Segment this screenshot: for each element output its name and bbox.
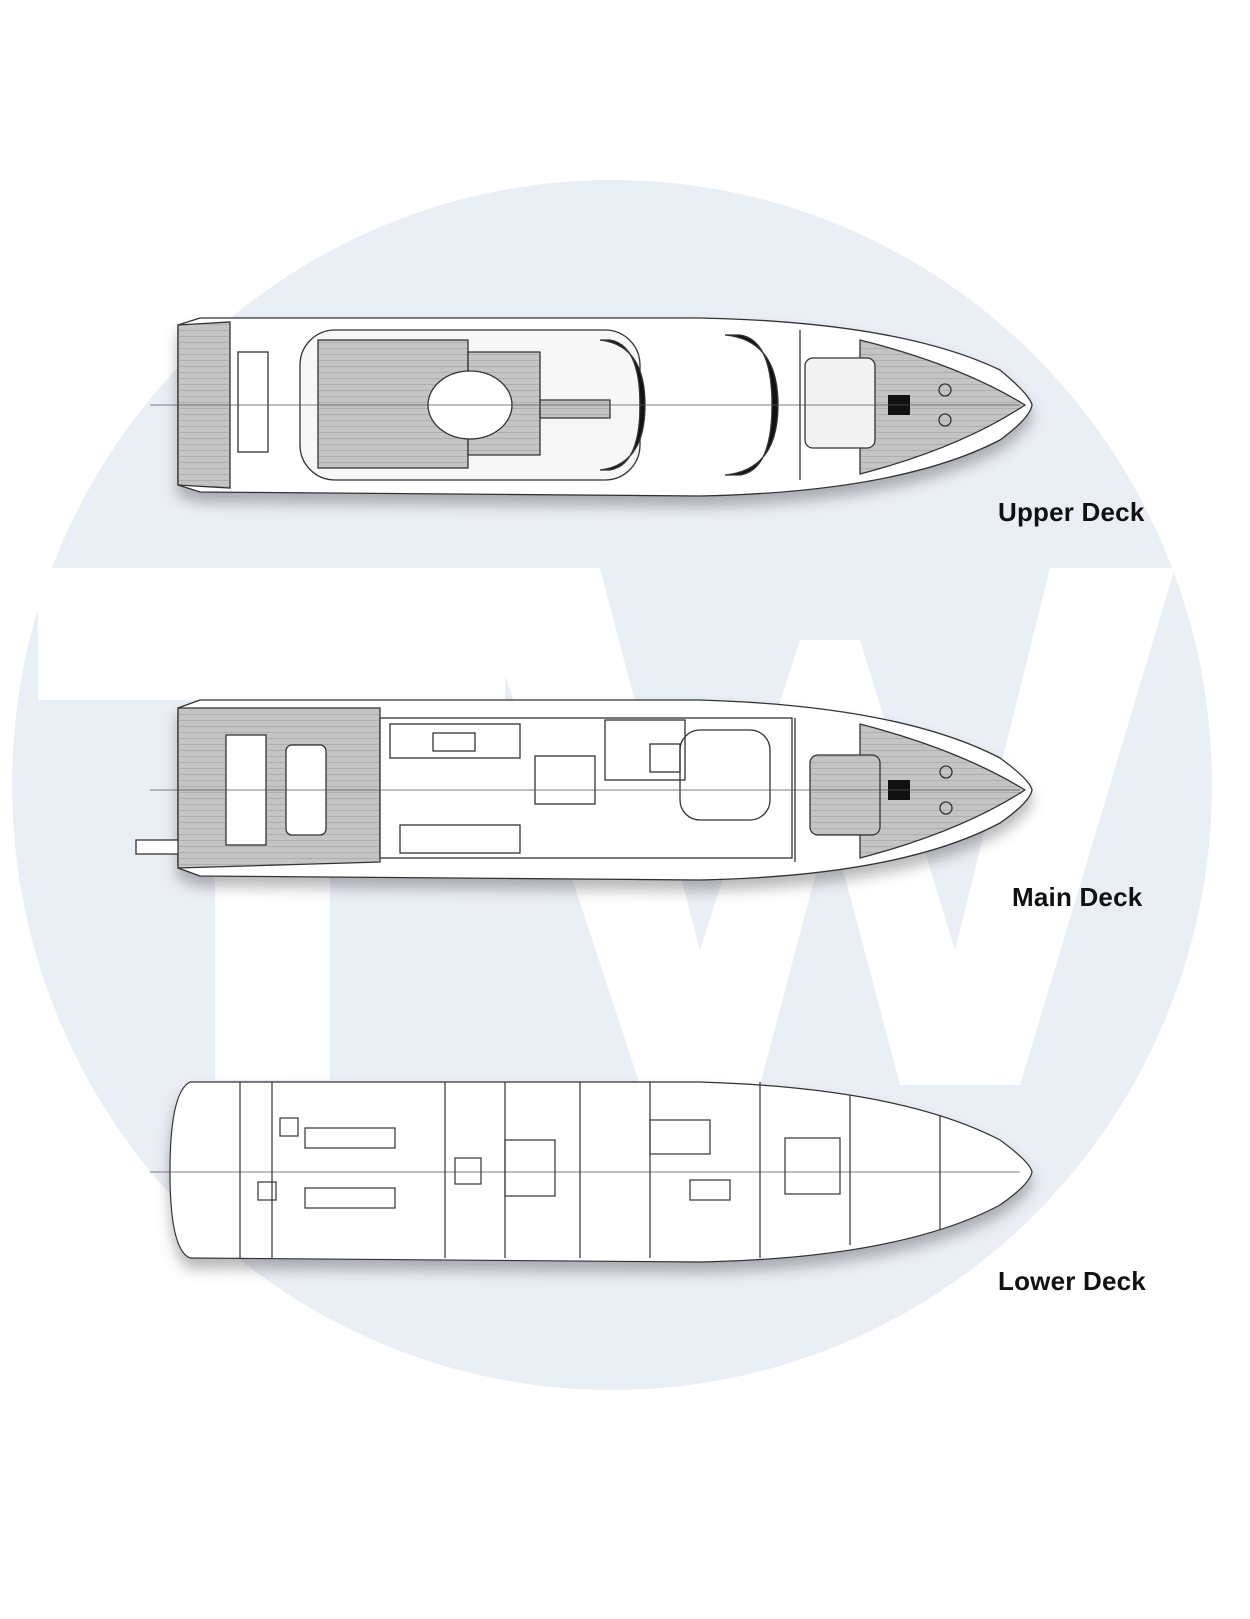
upper-deck-label: Upper Deck xyxy=(998,497,1145,527)
lower-deck-label: Lower Deck xyxy=(998,1266,1146,1296)
main-deck-label: Main Deck xyxy=(1012,882,1143,912)
